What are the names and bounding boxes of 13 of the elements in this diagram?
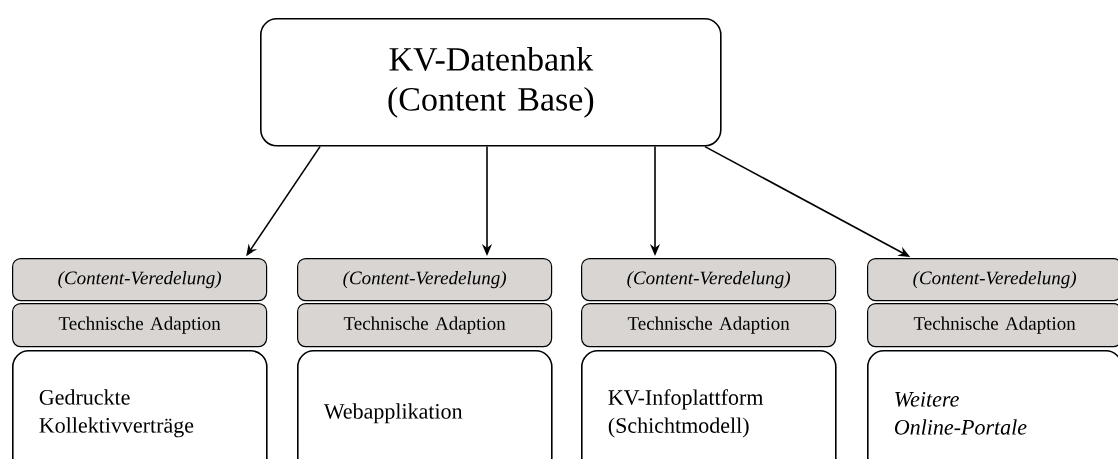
layer-box: Technische Adaption (12, 303, 268, 348)
layer-box: (Content-Veredelung) (867, 258, 1118, 302)
layer-box: Technische Adaption (297, 303, 553, 348)
output-box: Webapplikation (297, 350, 553, 459)
layer-box: (Content-Veredelung) (12, 258, 268, 302)
layer-box: Technische Adaption (581, 303, 837, 348)
database-box: KV-Datenbank (Content Base) (260, 18, 722, 147)
layer-box: Technische Adaption (867, 303, 1118, 348)
layer-box: (Content-Veredelung) (581, 258, 837, 302)
output-box: Weitere Online-Portale (867, 350, 1118, 459)
output-box: KV-Infoplattform (Schichtmodell) (581, 350, 837, 459)
layer-box: (Content-Veredelung) (297, 258, 553, 302)
output-box: Gedruckte Kollektivverträge (12, 350, 268, 459)
